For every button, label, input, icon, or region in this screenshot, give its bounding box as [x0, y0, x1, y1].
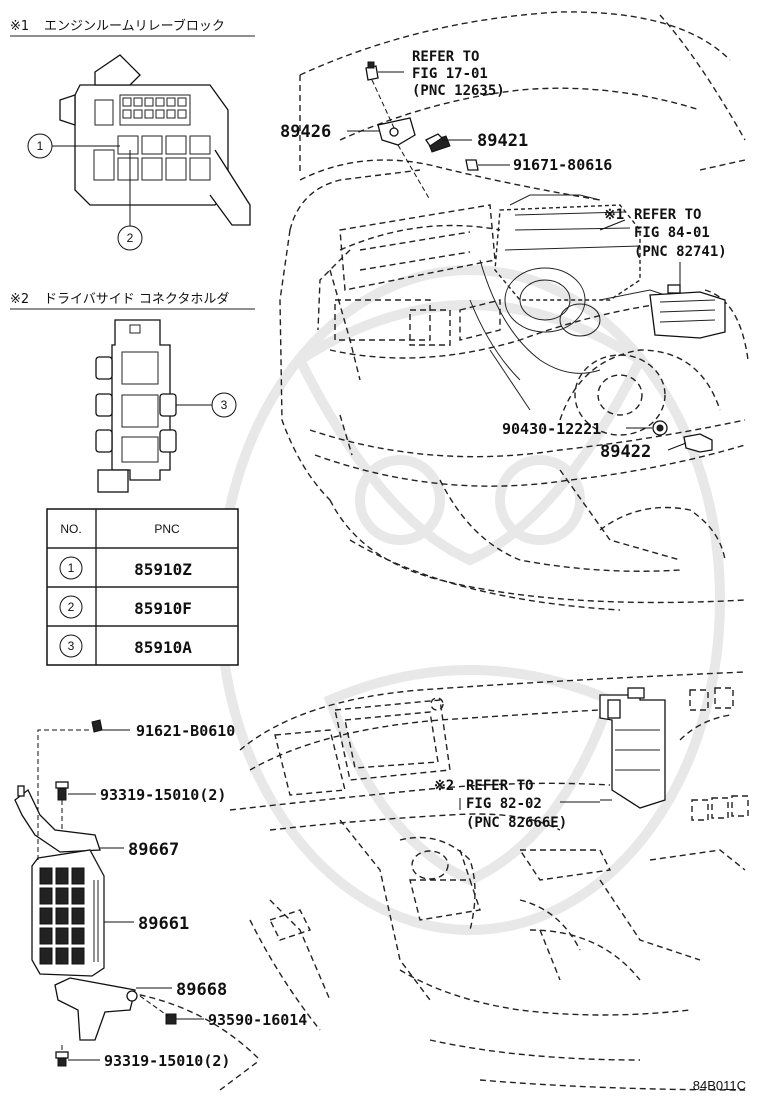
table-header-no: NO.: [60, 522, 81, 536]
inset-relay-block: ※1 エンジンルームリレーブロック: [10, 18, 255, 251]
part-93590-16014: 93590-16014: [208, 1011, 307, 1029]
callout-1: 1: [37, 139, 44, 153]
part-89422: 89422: [600, 442, 651, 462]
refer-fig-84-01-line3: (PNC 82741): [634, 244, 727, 260]
inset-connector-holder: ※2 ドライバサイド コネクタホルダ 3: [10, 292, 255, 493]
part-91671-80616: 91671-80616: [513, 156, 612, 174]
table-row-pnc: 85910Z: [134, 560, 192, 579]
part-89668: 89668: [176, 980, 227, 1000]
figure-code: 84B011C: [693, 1078, 746, 1093]
part-89667: 89667: [128, 840, 179, 860]
refer-fig-82-02-line2: FIG 82-02: [466, 796, 542, 812]
dash-connector-holder: [599, 687, 666, 809]
inset2-mark: ※2: [10, 292, 29, 307]
inset1-mark: ※1: [10, 19, 29, 34]
refer-fig-82-02-line1: REFER TO: [466, 778, 533, 794]
connector-holder-drawing: [95, 319, 177, 493]
part-93319-15010-upper: 93319-15010(2): [100, 786, 226, 804]
refer-fig-82-02-line3: (PNC 82666E): [466, 815, 567, 831]
inset2-title: ドライバサイド コネクタホルダ: [44, 292, 229, 307]
vehicle-front-drawing: [279, 11, 749, 611]
refer-fig-17-01-line2: FIG 17-01: [412, 66, 488, 82]
callout-3: 3: [221, 398, 228, 412]
table-row-no: 2: [68, 600, 75, 614]
refer-fig-82-02-mark: ※2: [434, 778, 454, 794]
part-89421: 89421: [477, 131, 528, 151]
table-row-pnc: 85910F: [134, 599, 192, 618]
refer-fig-84-01-line1: REFER TO: [634, 207, 701, 223]
refer-fig-84-01-mark: ※1: [604, 207, 624, 223]
refer-fig-17-01-line3: (PNC 12635): [412, 83, 505, 99]
sensor-89422: [652, 420, 713, 453]
pnc-table: NO. PNC 1 85910Z 2 85910F 3 85910A: [46, 508, 239, 666]
refer-fig-17-01-line1: REFER TO: [412, 49, 479, 65]
table-row-pnc: 85910A: [134, 638, 192, 657]
part-91621-B0610: 91621-B0610: [136, 722, 235, 740]
inset1-title: エンジンルームリレーブロック: [44, 18, 225, 34]
table-row-no: 1: [68, 561, 75, 575]
ecu-assembly: [14, 719, 177, 1067]
hood-switch-parts: [365, 61, 479, 201]
callout-2-circle: [117, 225, 143, 251]
part-89426: 89426: [280, 122, 331, 142]
part-93319-15010-lower: 93319-15010(2): [104, 1052, 230, 1070]
part-89661: 89661: [138, 914, 189, 934]
callout-2: 2: [127, 231, 134, 245]
callout-1-circle: [27, 133, 53, 159]
refer-fig-84-01-line2: FIG 84-01: [634, 225, 710, 241]
watermark: [215, 265, 725, 935]
callout-3-circle: [211, 392, 237, 418]
table-header-pnc: PNC: [154, 522, 180, 536]
engine-drawing: [469, 194, 726, 411]
table-row-no: 3: [68, 639, 75, 653]
part-90430-12221: 90430-12221: [502, 420, 601, 438]
relay-block-drawing: [59, 54, 251, 226]
